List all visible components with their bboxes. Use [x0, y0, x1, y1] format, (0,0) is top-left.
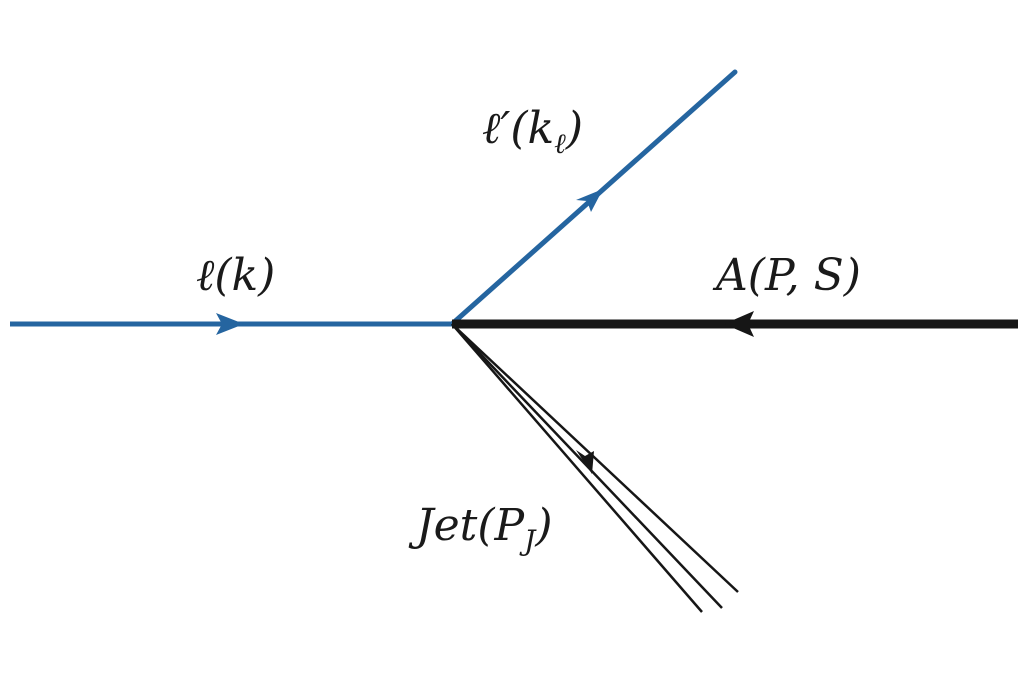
jet-arrow: [576, 450, 594, 474]
jet-line-1: [451, 323, 703, 613]
hadron-arrow: [724, 311, 754, 337]
jet-label: Jet(PJ): [408, 500, 553, 557]
outgoing-lepton-arrow: [576, 189, 603, 212]
jet-line-3: [451, 323, 739, 593]
outgoing-lepton-label: ℓ′(kℓ): [482, 103, 583, 160]
incoming-lepton-arrow: [216, 313, 244, 335]
hadron-label: A(P, S): [712, 250, 861, 301]
incoming-lepton-label: ℓ(k): [196, 250, 275, 301]
